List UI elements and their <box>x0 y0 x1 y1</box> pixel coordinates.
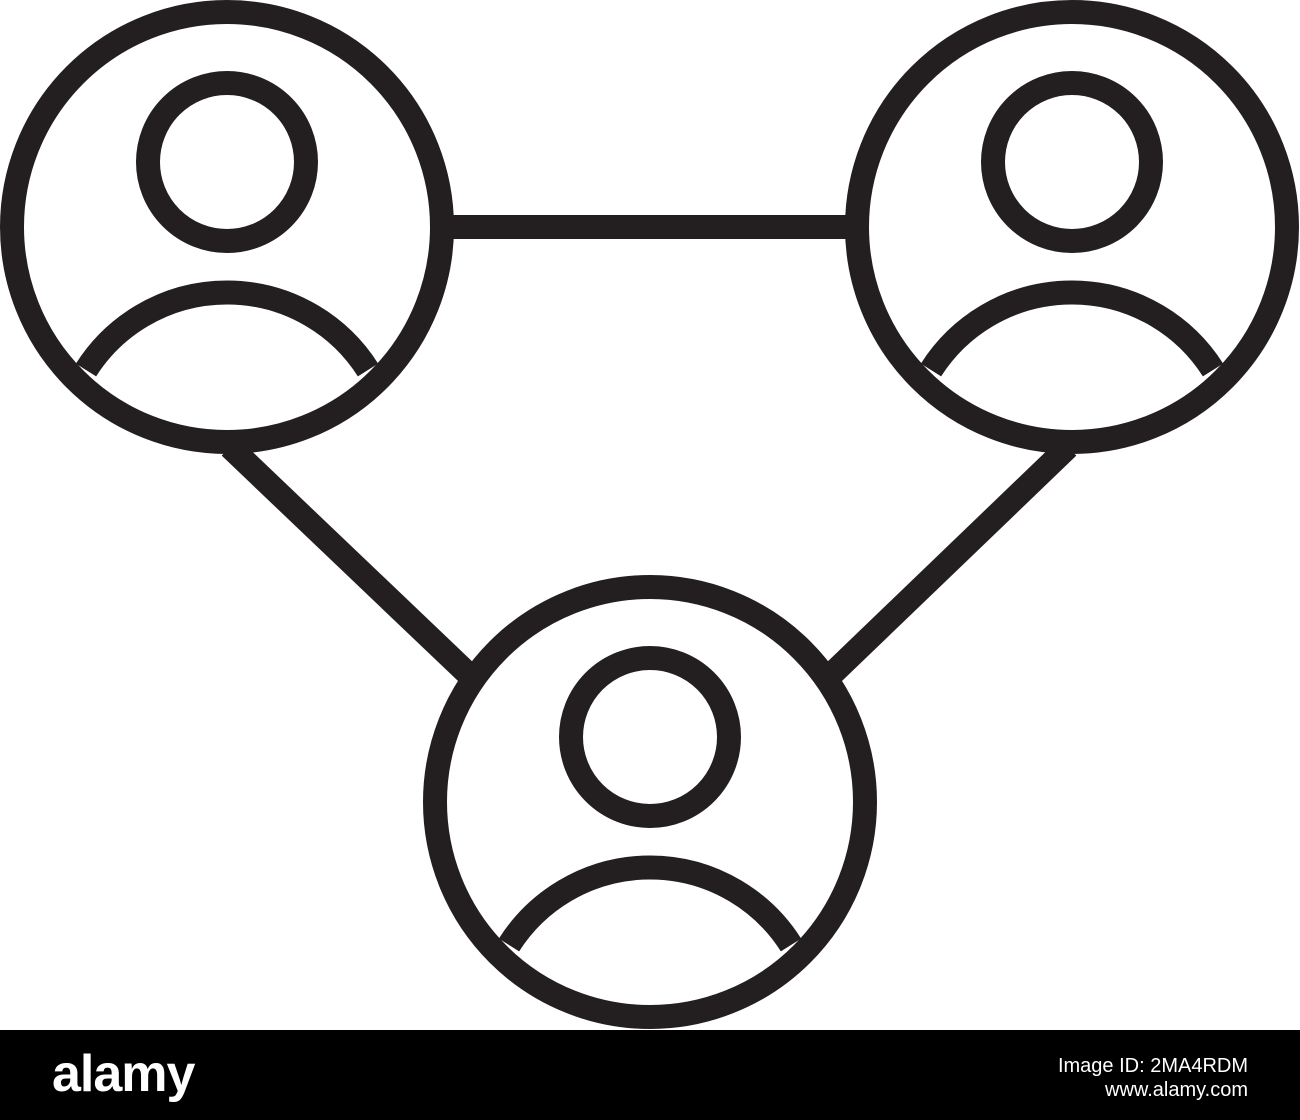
website-text: www.alamy.com <box>1105 1079 1248 1101</box>
user-shoulders-icon <box>498 855 802 952</box>
user-shoulders-icon <box>920 280 1224 377</box>
user-node-bottom <box>423 575 877 1029</box>
connection-line-left <box>221 438 476 682</box>
image-id-block: Image ID: 2MA4RDM www.alamy.com <box>1058 1054 1248 1102</box>
alamy-logo: alamy <box>52 1045 195 1103</box>
user-node-top-left <box>0 0 454 454</box>
user-head-icon <box>981 71 1163 253</box>
watermark-bar: alamy Image ID: 2MA4RDM www.alamy.com <box>0 1030 1300 1120</box>
node-circle <box>845 0 1299 454</box>
user-head-icon <box>559 646 741 828</box>
node-circle <box>423 575 877 1029</box>
user-node-top-right <box>845 0 1299 454</box>
network-illustration <box>0 0 1300 1030</box>
user-head-icon <box>136 71 318 253</box>
user-network-icon <box>0 0 1299 1029</box>
user-shoulders-icon <box>75 280 379 377</box>
node-circle <box>0 0 454 454</box>
connection-line-right <box>824 438 1077 682</box>
image-id-text: Image ID: 2MA4RDM <box>1057 1055 1248 1077</box>
